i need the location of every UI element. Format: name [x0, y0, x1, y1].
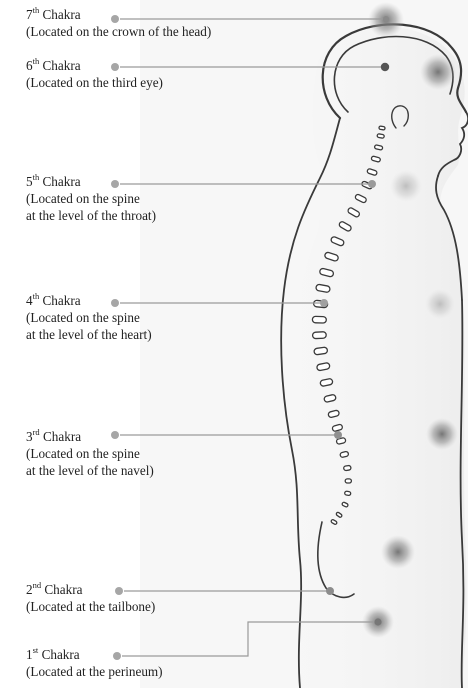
point-4: [320, 299, 328, 307]
ordinal-suffix: nd: [33, 580, 42, 590]
sacral-glow: [381, 535, 415, 569]
ordinal-suffix: th: [33, 291, 40, 301]
chakra-number: 6: [26, 58, 33, 73]
chakra-location: (Located on the spine: [26, 309, 152, 326]
heart-glow: [425, 289, 455, 319]
point-6: [381, 63, 389, 71]
chakra-label-7: 7th Chakra (Located on the crown of the …: [26, 6, 211, 40]
chakra-number: 2: [26, 582, 33, 597]
chakra-word: Chakra: [43, 58, 81, 73]
chakra-label-2: 2nd Chakra (Located at the tailbone): [26, 581, 155, 615]
chakra-location-detail: at the level of the navel): [26, 462, 154, 479]
ordinal-suffix: rd: [33, 427, 40, 437]
vertebra: [314, 347, 328, 355]
chakra-title-5: 5th Chakra: [26, 173, 156, 190]
body-silhouette-fill: [287, 27, 467, 688]
chakra-label-1: 1st Chakra (Located at the perineum): [26, 646, 163, 680]
chakra-label-5: 5th Chakra (Located on the spine at the …: [26, 173, 156, 224]
point-1: [374, 618, 381, 625]
chakra-title-7: 7th Chakra: [26, 6, 211, 23]
chakra-title-4: 4th Chakra: [26, 292, 152, 309]
chakra-word: Chakra: [43, 7, 81, 22]
vertebra: [379, 126, 385, 130]
chakra-location: (Located on the crown of the head): [26, 23, 211, 40]
chakra-number: 4: [26, 293, 33, 308]
chakra-title-1: 1st Chakra: [26, 646, 163, 663]
chakra-number: 1: [26, 647, 33, 662]
vertebra: [344, 491, 350, 496]
point-5: [368, 180, 376, 188]
throat-glow: [390, 170, 422, 202]
vertebra: [312, 332, 326, 339]
vertebra: [343, 465, 351, 470]
point-7: [383, 16, 389, 22]
vertebra: [340, 451, 349, 458]
chakra-label-3: 3rd Chakra (Located on the spine at the …: [26, 428, 154, 479]
chakra-word: Chakra: [44, 582, 82, 597]
chakra-location: (Located on the spine: [26, 445, 154, 462]
chakra-word: Chakra: [43, 174, 81, 189]
vertebra: [312, 316, 326, 323]
chakra-word: Chakra: [43, 293, 81, 308]
point-2: [326, 587, 334, 595]
chakra-location-detail: at the level of the throat): [26, 207, 156, 224]
vertebra: [345, 479, 351, 483]
chakra-title-6: 6th Chakra: [26, 57, 163, 74]
chakra-label-4: 4th Chakra (Located on the spine at the …: [26, 292, 152, 343]
chakra-word: Chakra: [43, 429, 81, 444]
chakra-location: (Located at the tailbone): [26, 598, 155, 615]
chakra-number: 3: [26, 429, 33, 444]
ordinal-suffix: th: [33, 172, 40, 182]
point-3: [334, 431, 342, 439]
chakra-label-6: 6th Chakra (Located on the third eye): [26, 57, 163, 91]
chakra-number: 5: [26, 174, 33, 189]
ordinal-suffix: th: [33, 56, 40, 66]
vertebra: [377, 134, 384, 139]
ordinal-suffix: th: [33, 5, 40, 15]
chakra-word: Chakra: [42, 647, 80, 662]
chakra-number: 7: [26, 7, 33, 22]
ordinal-suffix: st: [33, 645, 39, 655]
chakra-title-2: 2nd Chakra: [26, 581, 155, 598]
navel-glow: [426, 418, 458, 450]
chakra-location: (Located at the perineum): [26, 663, 163, 680]
chakra-location: (Located on the third eye): [26, 74, 163, 91]
chakra-location-detail: at the level of the heart): [26, 326, 152, 343]
third-eye-glow: [420, 54, 456, 90]
chakra-title-3: 3rd Chakra: [26, 428, 154, 445]
chakra-location: (Located on the spine: [26, 190, 156, 207]
